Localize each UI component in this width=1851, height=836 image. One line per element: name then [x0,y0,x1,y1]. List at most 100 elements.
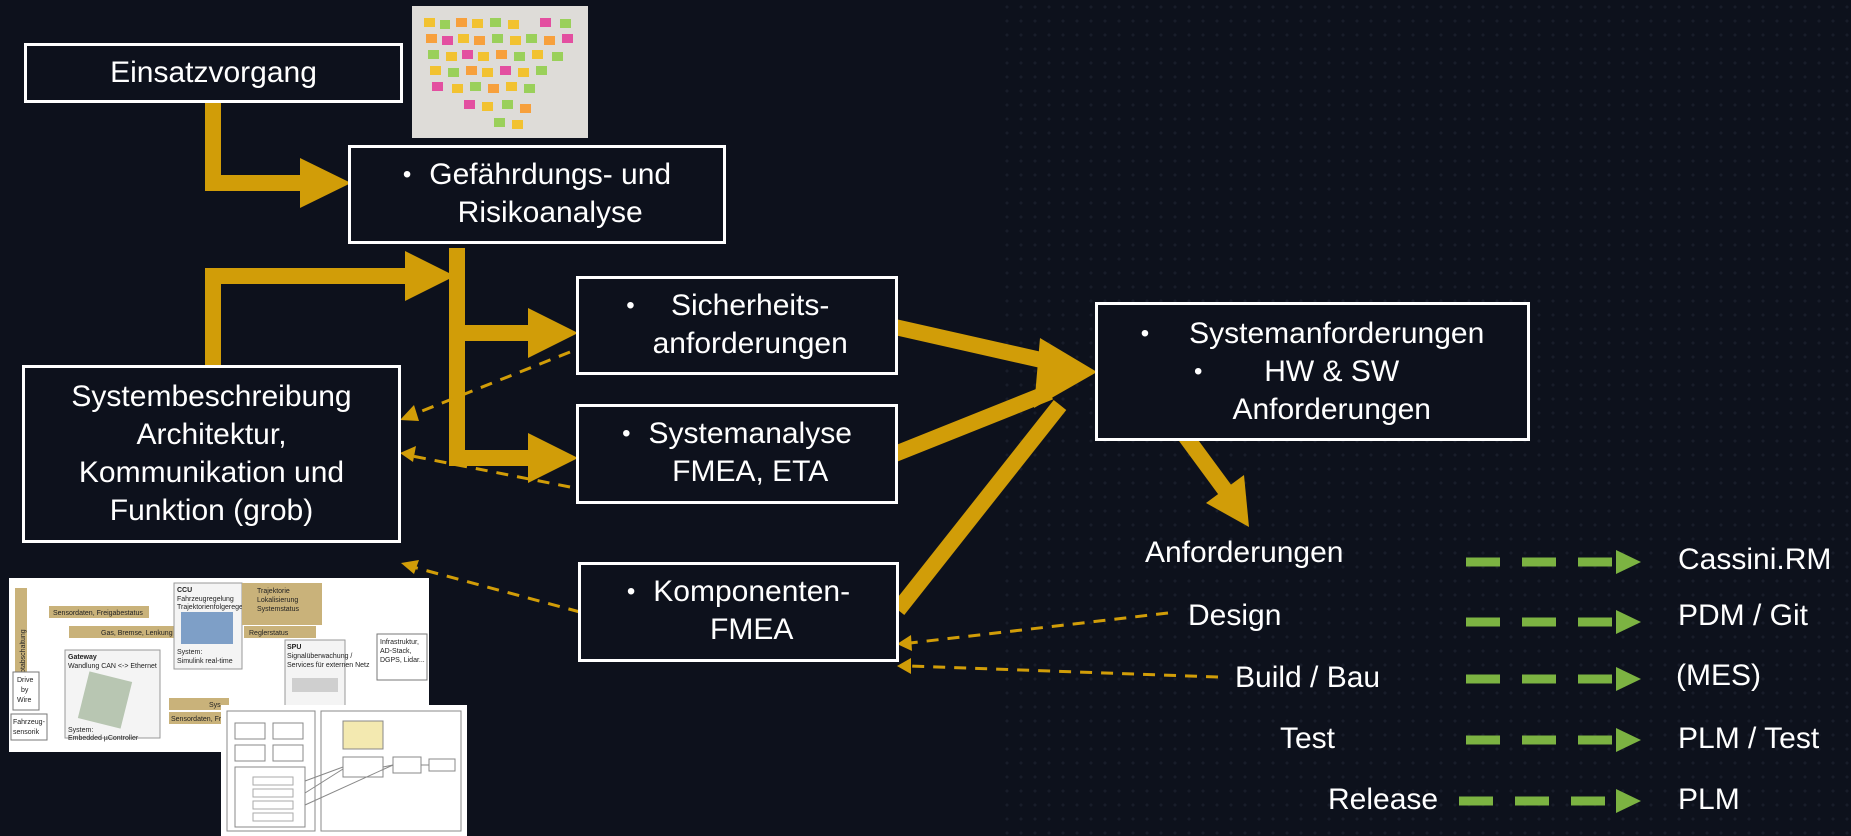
fig-notabschaltung: Notabschaltung [20,629,27,678]
fig-systemstatus: Systemstatus [257,606,300,613]
sticky-notes-photo [412,6,588,138]
fig-embedded: Embedded µController [68,735,139,742]
green-arrowhead-4 [1616,728,1641,752]
sysanf-line1: Systemanforderungen [1189,317,1485,350]
sysana-line2: FMEA, ETA [672,455,829,488]
arrowhead-anforderungen [1206,475,1249,527]
sicher-line1: Sicherheits- [670,289,830,322]
green-arrowhead-5 [1616,789,1641,813]
fig-fahrzeug: Fahrzeugregelung [177,596,234,603]
sysanf-line3: Anforderungen [1232,393,1431,426]
tool-cassini: Cassini.RM [1678,543,1832,576]
dashed-komp-to-sysbesch [412,565,581,614]
architecture-figure: Notabschaltung Sensordaten, Freigabestat… [9,578,429,752]
box-systemanforderungen: • Systemanforderungen • HW & SW Anforder… [1095,302,1530,441]
phase-build: Build / Bau [1235,661,1381,694]
fig-adstack: AD-Stack, [380,648,412,655]
dashed-sysana-to-sysbesch [411,454,571,489]
phase-design: Design [1188,599,1282,632]
fig-sys: Sys [209,702,221,709]
dashed-arrowhead-4 [897,635,912,651]
fig-services: Services für externen Netz [287,662,370,669]
green-arrowhead-1 [1616,550,1641,574]
box-systemanalyse: • Systemanalyse FMEA, ETA [576,404,898,504]
arrow-sysbesch-to-gefahr [205,268,410,365]
fig-by: by [21,687,29,694]
fig-infrastruktur: Infrastruktur, [380,639,419,646]
sysbesch-line1: Systembeschreibung [71,380,352,413]
fig-sensordaten2: Sensordaten, Fr [171,716,222,723]
arrowhead-sicher [528,308,578,358]
fig-fahrzeugsensorik: Fahrzeug- [13,719,46,726]
fig-sensorik: sensorik [13,729,40,736]
tool-pdm-git: PDM / Git [1678,599,1809,632]
sysanf-row2: • HW & SW Anforderungen [1141,353,1485,429]
sysbesch-line4: Funktion (grob) [109,494,314,527]
einsatzvorgang-label: Einsatzvorgang [110,56,317,89]
fig-drive: Drive [17,677,33,684]
fig-signal: Signalüberwachung / [287,653,352,660]
sysanf-row1: • Systemanforderungen [1141,315,1485,353]
bullet: • [626,292,635,319]
fig-sensordaten: Sensordaten, Freigabestatus [53,610,143,617]
gefahr-line1: Gefährdungs- und [429,158,672,191]
komp-line1: Komponenten- [653,575,851,608]
sicher-line2: anforderungen [652,327,848,360]
fig-dgps: DGPS, Lidar... [380,657,425,664]
tool-plm: PLM [1678,783,1740,816]
box-einsatzvorgang: Einsatzvorgang [24,43,403,103]
bullet: • [402,161,412,188]
fig-wire: Wire [17,697,31,704]
fig-system1: System: [177,649,202,656]
arrowhead-gefahr-2 [405,251,455,301]
arrow-gefahr-to-sicher [449,248,530,341]
dashed-arrowhead-1 [400,405,419,421]
phase-release: Release [1328,783,1439,816]
dashed-build-to-komp [909,664,1219,679]
dashed-arrowhead-2 [400,446,416,462]
dashed-sicher-to-sysbesch [411,350,571,417]
arrow-komp-to-sysanf [891,400,1067,615]
arrowhead-sysanf [1034,338,1097,408]
fig-wandlung: Wandlung CAN <-> Ethernet [68,663,157,670]
bullet: • [626,578,636,605]
arrow-sicher-to-sysanf [893,319,1052,370]
arrow-sysana-to-sysanf [892,384,1053,462]
box-sicherheitsanforderungen: • Sicherheits- anforderungen [576,276,898,375]
dashed-arrowhead-5 [897,658,911,674]
sysana-line1: Systemanalyse [648,417,852,450]
arrowhead-gefahr [300,158,351,208]
fig-lokalisierung: Lokalisierung [257,597,298,604]
sysbesch-line2: Architektur, [136,418,287,451]
bullet: • [1194,358,1203,385]
fig-gateway: Gateway [68,654,97,661]
fig-simulink: Simulink real-time [177,658,233,665]
tool-plm-test: PLM / Test [1678,722,1820,755]
phase-anforderungen: Anforderungen [1145,536,1344,569]
fig-ccu: CCU [177,587,192,594]
fig-reglerstatus: Reglerstatus [249,630,289,637]
bullet: • [1140,320,1150,347]
arrowhead-sysana [528,433,578,483]
phase-test: Test [1280,722,1336,755]
dashed-design-to-komp [909,611,1169,645]
tool-mes: (MES) [1676,659,1761,692]
box-gefaehrdungsanalyse: • Gefährdungs- und Risikoanalyse [348,145,726,244]
block-diagram-figure [221,705,467,836]
gefahr-line2: Risikoanalyse [457,196,643,229]
komp-line2: FMEA [710,613,794,646]
box-systembeschreibung: Systembeschreibung Architektur, Kommunik… [22,365,401,543]
sysanf-line2: HW & SW [1264,355,1400,388]
bullet: • [622,420,631,447]
fig-trajektorie: Trajektorie [257,588,290,595]
fig-trajektorienfolge: Trajektorienfolgeregelung [177,604,256,611]
fig-gas: Gas, Bremse, Lenkung [101,630,173,637]
arrow-gefahr-to-sysana [449,248,530,466]
green-arrowhead-2 [1616,610,1641,634]
sysbesch-line3: Kommunikation und [78,456,345,489]
fig-spu: SPU [287,644,301,651]
arrow-einsatz-to-gefahr [205,102,302,191]
dashed-arrowhead-3 [401,560,419,574]
green-arrowhead-3 [1616,667,1641,691]
box-komponenten-fmea: • Komponenten- FMEA [578,562,899,662]
